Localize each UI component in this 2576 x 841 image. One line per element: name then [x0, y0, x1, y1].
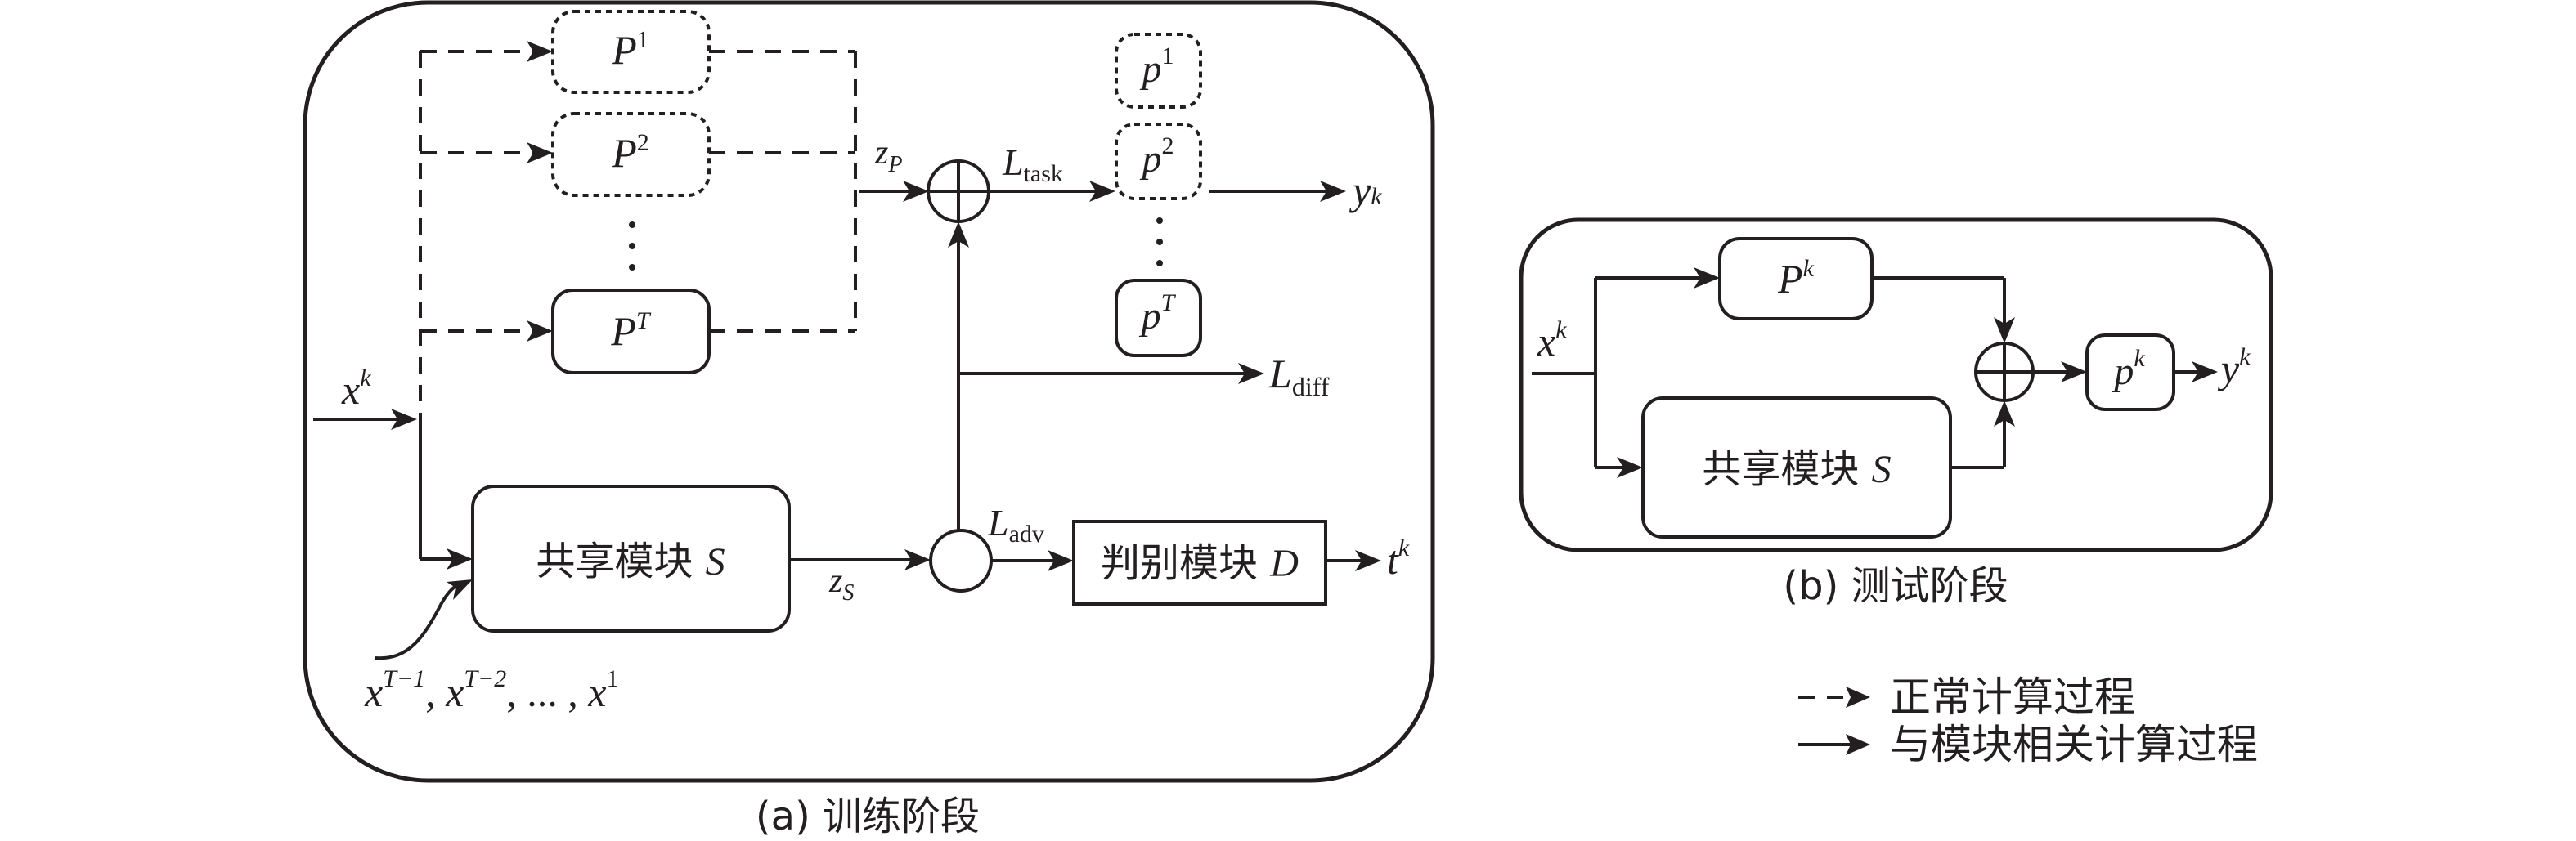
- test-output-label: yk: [2217, 343, 2251, 391]
- private-module-pT: PT: [551, 289, 711, 374]
- svg-text:p2: p2: [1140, 132, 1174, 181]
- solid-arrow-icon: [1846, 734, 1870, 755]
- disc-output-arrow: [1326, 550, 1381, 571]
- arrowhead: [1048, 550, 1074, 571]
- svg-text:PT: PT: [610, 307, 652, 354]
- arrowhead: [948, 221, 969, 248]
- discriminator-module: 判别模块 D: [1072, 520, 1327, 606]
- arrowhead: [391, 409, 417, 430]
- arrowhead: [1320, 181, 1346, 202]
- testing-panel: xk Pk 共享模块 S: [1519, 217, 2273, 552]
- private-module-ellipsis: [629, 221, 635, 271]
- arrowhead: [1994, 400, 2015, 427]
- test-private-module: Pk: [1718, 237, 1874, 320]
- predictor-ellipsis: [1156, 217, 1163, 266]
- arrowhead: [1089, 181, 1115, 202]
- arrowhead: [1238, 363, 1264, 384]
- task-loss-label: Ltask: [1002, 141, 1063, 187]
- output-arrow: [1209, 181, 1346, 202]
- arrowhead: [447, 579, 473, 600]
- svg-text:与模块相关计算过程: 与模块相关计算过程: [1890, 721, 2258, 768]
- arrowhead: [1355, 550, 1381, 571]
- training-panel: P1 P2 PT zP L: [303, 0, 1435, 783]
- svg-text:共享模块 S: 共享模块 S: [536, 539, 725, 584]
- sum-node: [927, 159, 990, 223]
- test-input-label: xk: [1537, 316, 1567, 365]
- zs-arrow: [789, 549, 931, 570]
- private-module-p1: P1: [551, 10, 711, 94]
- zp-arrow: [859, 181, 929, 202]
- shared-feature-trunk: [948, 221, 969, 530]
- svg-text:判别模块 D: 判别模块 D: [1101, 540, 1299, 586]
- history-input-arrow: [374, 579, 473, 660]
- training-caption: (a) 训练阶段: [756, 794, 980, 839]
- predictor-p1: p1: [1115, 33, 1202, 109]
- test-shared-module: 共享模块 S: [1641, 396, 1952, 539]
- arrowhead: [1694, 267, 1720, 289]
- test-sum-node: [1974, 342, 2035, 402]
- svg-text:Pk: Pk: [1777, 255, 1815, 302]
- svg-text:P1: P1: [611, 26, 649, 73]
- training-panel-border: [303, 0, 1435, 783]
- svg-text:P2: P2: [611, 129, 649, 176]
- arrowhead: [527, 41, 553, 62]
- test-predictor: pk: [2085, 333, 2175, 411]
- dashed-merge-from-private-modules: [709, 50, 857, 333]
- test-sum-to-predictor-arrow: [2033, 361, 2087, 382]
- svg-text:p1: p1: [1140, 42, 1174, 91]
- test-input-lines: [1532, 267, 1720, 478]
- svg-text:pk: pk: [2112, 345, 2145, 393]
- testing-caption: (b) 测试阶段: [1783, 563, 2008, 609]
- arrowhead: [2192, 361, 2218, 382]
- arrowhead: [903, 181, 929, 202]
- svg-text:共享模块 S: 共享模块 S: [1702, 446, 1891, 492]
- arrowhead: [447, 548, 473, 570]
- legend: 正常计算过程 与模块相关计算过程: [1798, 673, 2258, 768]
- predictor-p2: p2: [1115, 123, 1202, 200]
- zs-label: zS: [828, 562, 854, 606]
- diff-loss-label: Ldiff: [1268, 351, 1330, 401]
- task-loss-arrow: [989, 181, 1115, 202]
- svg-text:正常计算过程: 正常计算过程: [1890, 673, 2135, 721]
- zp-label: zP: [874, 134, 902, 177]
- test-output-arrow: [2174, 361, 2218, 382]
- legend-item-dashed: 正常计算过程: [1798, 673, 2135, 721]
- dashed-arrow-icon: [1846, 687, 1870, 708]
- output-label: yk: [1349, 168, 1382, 213]
- arrowhead: [2061, 361, 2087, 382]
- arrowhead: [1994, 317, 2015, 343]
- private-module-p2: P2: [551, 112, 711, 197]
- test-merge-lines: [1872, 276, 2015, 469]
- legend-item-solid: 与模块相关计算过程: [1798, 721, 2258, 768]
- disc-output-label: tk: [1387, 535, 1410, 583]
- adv-loss-arrow: [991, 550, 1074, 571]
- testing-panel-border: [1519, 217, 2273, 552]
- adv-loss-label: Ladv: [987, 502, 1044, 548]
- shared-module: 共享模块 S: [471, 485, 791, 633]
- input-label: xk: [341, 365, 371, 413]
- arrowhead: [1617, 457, 1643, 478]
- dashed-fanout-to-private-modules: [419, 41, 553, 419]
- svg-text:pT: pT: [1139, 289, 1177, 338]
- history-input-label: xT−1, xT−2, ... , x1: [364, 665, 618, 715]
- input-arrow: [313, 409, 473, 570]
- diff-loss-arrow: [958, 363, 1264, 384]
- arrowhead: [904, 549, 931, 570]
- arrowhead: [527, 320, 553, 342]
- adversarial-node: [929, 529, 993, 593]
- arrowhead: [527, 142, 553, 163]
- predictor-pT: pT: [1115, 279, 1202, 357]
